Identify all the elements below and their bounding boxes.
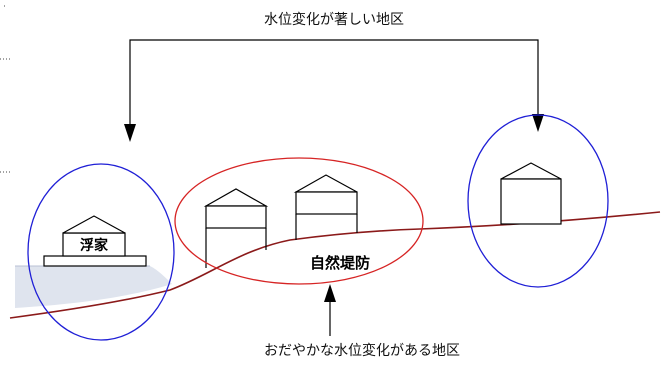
levee-house-2-roof	[293, 174, 358, 193]
floating-raft	[43, 255, 147, 267]
right-house-body	[500, 178, 562, 225]
floating-house-roof	[62, 215, 126, 234]
levee-label: 自然堤防	[310, 254, 370, 272]
floating-house-label: 浮家	[80, 237, 109, 254]
right-arrowhead	[532, 114, 544, 132]
left-blue-ellipse	[27, 163, 175, 341]
levee-house-2-body	[295, 191, 358, 215]
right-blue-ellipse	[467, 114, 609, 288]
bottom-caption: おだやかな水位変化がある地区	[264, 342, 460, 359]
center-red-ellipse	[174, 157, 424, 285]
floating-house	[43, 215, 147, 267]
left-arrowhead	[124, 124, 136, 142]
levee-house-1	[203, 188, 269, 268]
levee-house-1-body	[205, 205, 267, 229]
left-guide-marks	[0, 5, 12, 173]
water-area	[15, 266, 172, 308]
right-house	[500, 162, 562, 225]
top-bracket-arrow	[129, 39, 539, 125]
top-caption: 水位変化が著しい地区	[264, 11, 404, 28]
bottom-arrowhead	[324, 284, 336, 302]
levee-house-2	[293, 174, 358, 240]
right-house-roof	[500, 162, 562, 180]
levee-house-1-roof	[203, 188, 269, 207]
